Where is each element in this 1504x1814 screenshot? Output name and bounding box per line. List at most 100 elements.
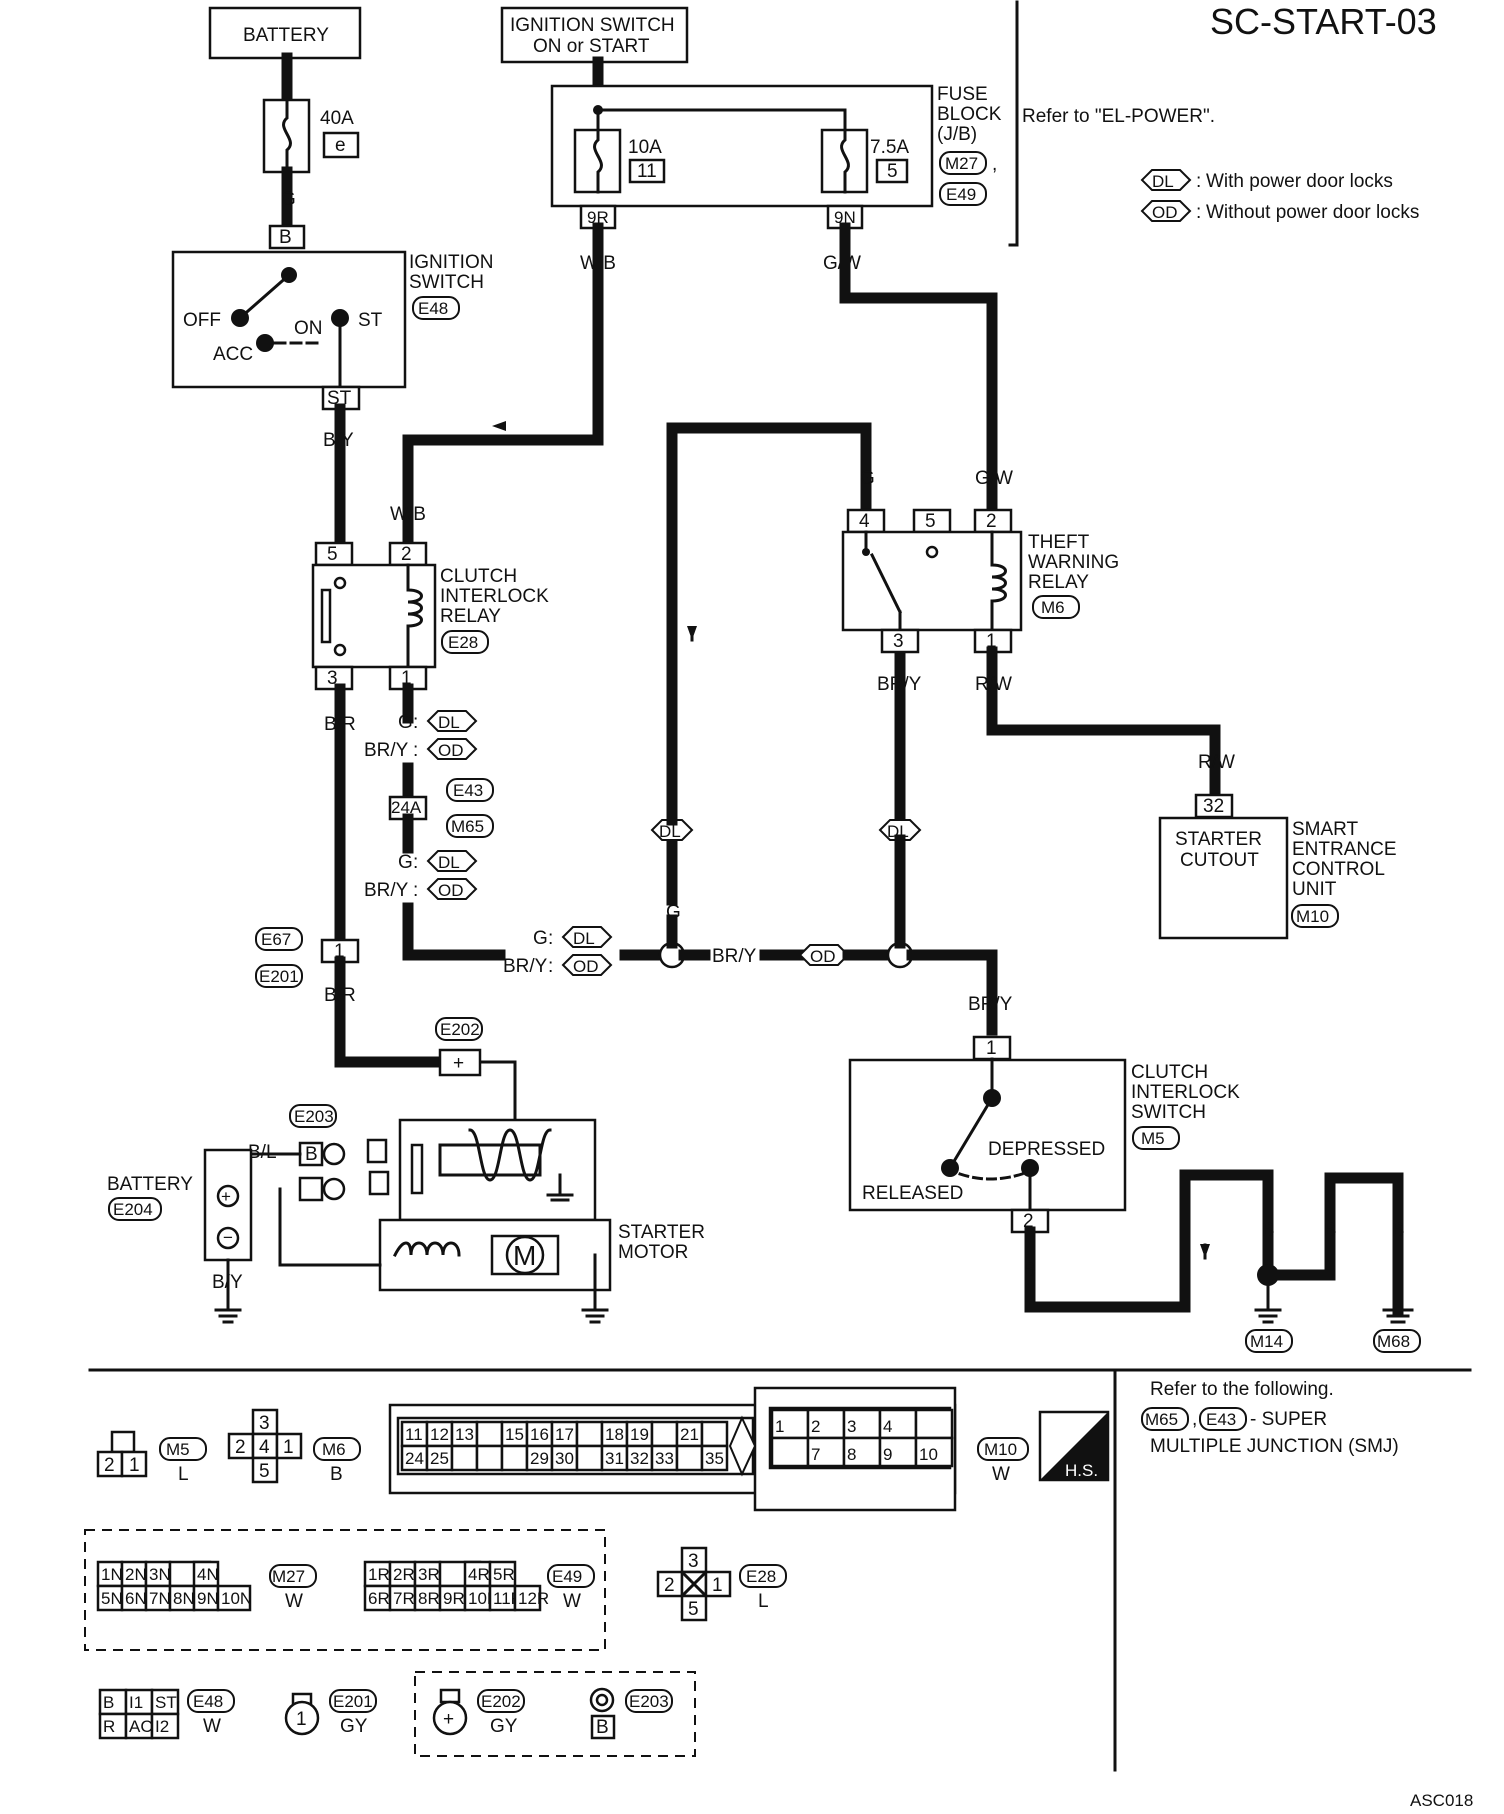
dl-legend-tag xyxy=(1140,169,1192,191)
svg-text:24A: 24A xyxy=(391,798,422,817)
svg-text:1: 1 xyxy=(129,1455,140,1476)
svg-text::: : xyxy=(413,880,418,901)
svg-text:E204: E204 xyxy=(113,1200,153,1219)
svg-text:FUSE: FUSE xyxy=(937,84,988,105)
m27-pin-label: 1N xyxy=(101,1565,123,1584)
svg-text::: : xyxy=(1196,202,1201,223)
svg-text:5: 5 xyxy=(327,544,338,565)
svg-text::: : xyxy=(548,928,553,949)
svg-text:B: B xyxy=(330,1464,343,1485)
svg-text:R/W: R/W xyxy=(975,674,1012,695)
svg-text:B: B xyxy=(1023,1260,1036,1281)
e49-pin-label: 4R xyxy=(468,1565,490,1584)
e49-pin xyxy=(388,1560,417,1588)
m27-pin-label: 8N xyxy=(173,1589,195,1608)
m27-pin-label: 10N xyxy=(221,1589,252,1608)
svg-text:3: 3 xyxy=(893,631,904,652)
svg-text:M6: M6 xyxy=(322,1440,346,1459)
svg-text:BR/Y: BR/Y xyxy=(877,674,922,695)
svg-text:M5: M5 xyxy=(166,1440,190,1459)
svg-text:E202: E202 xyxy=(440,1020,480,1039)
e48-pin-label: ST xyxy=(155,1693,177,1712)
m10-pin-label: 25 xyxy=(430,1449,449,1468)
svg-text:5: 5 xyxy=(925,511,936,532)
svg-text:5: 5 xyxy=(887,161,898,182)
m10-pin-label: 32 xyxy=(630,1449,649,1468)
svg-text:2: 2 xyxy=(104,1455,115,1476)
m10-pin-label: 11 xyxy=(405,1425,423,1444)
svg-text:1: 1 xyxy=(283,1437,294,1458)
svg-text:3: 3 xyxy=(259,1413,270,1434)
svg-text:INTERLOCK: INTERLOCK xyxy=(440,586,549,607)
svg-text:1: 1 xyxy=(296,1709,307,1730)
e49-pin xyxy=(513,1584,542,1612)
svg-text:+: + xyxy=(221,1187,231,1206)
m10-pin-label: 12 xyxy=(430,1425,449,1444)
svg-text:IGNITION: IGNITION xyxy=(409,252,493,273)
svg-text:3: 3 xyxy=(327,668,338,689)
smart-entrance-unit xyxy=(1158,816,1289,940)
starter-solenoid xyxy=(398,1118,597,1222)
svg-text:ON or START: ON or START xyxy=(533,36,650,57)
svg-text::: : xyxy=(413,712,418,733)
svg-text:THEFT: THEFT xyxy=(1028,532,1090,553)
m10-pin xyxy=(914,1436,954,1468)
svg-text:4: 4 xyxy=(259,1437,270,1458)
svg-text:B/Y: B/Y xyxy=(323,430,354,451)
svg-text:CLUTCH: CLUTCH xyxy=(440,566,517,587)
svg-text:E201: E201 xyxy=(259,967,299,986)
m27-pin-label: 9N xyxy=(197,1589,219,1608)
svg-text:OFF: OFF xyxy=(183,310,221,331)
m10-pin-label: 35 xyxy=(705,1449,724,1468)
svg-text:BR/Y: BR/Y xyxy=(968,994,1013,1015)
svg-text:RELEASED: RELEASED xyxy=(862,1183,963,1204)
svg-text:M: M xyxy=(513,1240,536,1271)
svg-text:INTERLOCK: INTERLOCK xyxy=(1131,1082,1240,1103)
m10-pin xyxy=(450,1444,479,1472)
e49-pin-label: 5R xyxy=(493,1565,515,1584)
m10-pin-label: 3 xyxy=(847,1417,856,1436)
svg-text:BR/Y: BR/Y xyxy=(364,740,409,761)
svg-text::: : xyxy=(548,956,553,977)
m10-pin-label: 19 xyxy=(630,1425,649,1444)
svg-text:ST: ST xyxy=(327,388,352,409)
svg-text:MOTOR: MOTOR xyxy=(618,1242,688,1263)
e49-pin-label: 12R xyxy=(518,1589,549,1608)
svg-text:W: W xyxy=(992,1464,1010,1485)
svg-text:5: 5 xyxy=(259,1461,270,1482)
svg-text:DL: DL xyxy=(659,822,681,841)
e48-pin-label: R xyxy=(103,1717,115,1736)
svg-text:OD: OD xyxy=(438,741,464,760)
svg-text:UNIT: UNIT xyxy=(1292,879,1337,900)
svg-text:DL: DL xyxy=(1152,172,1174,191)
svg-text:B/R: B/R xyxy=(324,985,356,1006)
svg-text:DEPRESSED: DEPRESSED xyxy=(988,1139,1105,1160)
svg-text:M10: M10 xyxy=(1296,907,1329,926)
svg-text:BLOCK: BLOCK xyxy=(937,104,1002,125)
e49-pin-label: 7R xyxy=(393,1589,415,1608)
m27-pin xyxy=(216,1584,252,1612)
m27-pin xyxy=(144,1560,172,1588)
e49-pin-label: 8R xyxy=(418,1589,440,1608)
svg-text:OD: OD xyxy=(810,947,836,966)
svg-text:W/B: W/B xyxy=(390,504,426,525)
svg-text::: : xyxy=(1196,171,1201,192)
m10-pin-label: 18 xyxy=(605,1425,624,1444)
legend: DL : With power door locks OD : Without … xyxy=(1140,169,1419,223)
svg-text:M65: M65 xyxy=(451,817,484,836)
figure-code: ASC018 xyxy=(1410,1791,1473,1810)
svg-text:L: L xyxy=(178,1464,189,1485)
m10-pin-label: 10 xyxy=(919,1445,938,1464)
svg-text:G: G xyxy=(666,902,681,923)
e49-pin xyxy=(488,1560,517,1588)
svg-text:G: G xyxy=(860,468,875,489)
svg-text:2: 2 xyxy=(664,1575,675,1596)
svg-text:B/R: B/R xyxy=(324,714,356,735)
svg-text:E43: E43 xyxy=(453,781,483,800)
m27-pin xyxy=(168,1584,196,1612)
svg-text:B: B xyxy=(1324,1220,1337,1241)
battery-top-box xyxy=(208,6,362,60)
svg-text:W: W xyxy=(285,1591,303,1612)
